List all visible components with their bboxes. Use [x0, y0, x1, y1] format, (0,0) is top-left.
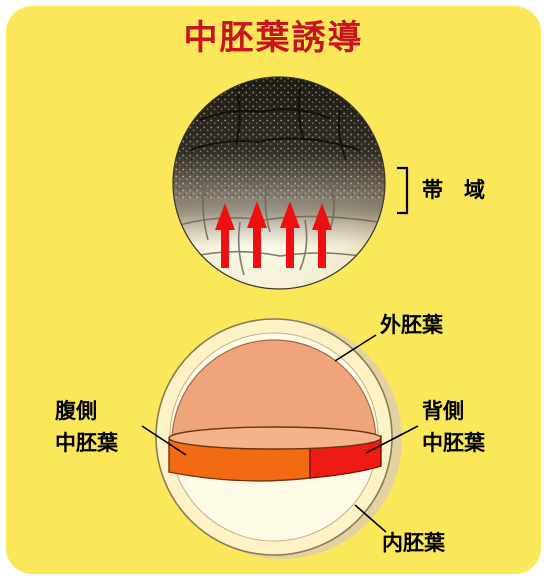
- ectoderm-label: 外胚葉: [380, 310, 443, 340]
- ventral-label-line2: 中胚葉: [55, 428, 118, 458]
- dorsal-label-line1: 背側: [422, 396, 464, 426]
- ventral-label-line1: 腹側: [55, 396, 97, 426]
- endoderm-label: 内胚葉: [382, 528, 445, 558]
- dorsal-label-line2: 中胚葉: [422, 428, 485, 458]
- embryo-sphere: [170, 75, 390, 295]
- marginal-zone-label: 帯 域: [422, 175, 485, 205]
- section-sphere: [156, 319, 402, 559]
- mesoderm-ring: [169, 427, 381, 481]
- zone-bracket: [397, 168, 407, 213]
